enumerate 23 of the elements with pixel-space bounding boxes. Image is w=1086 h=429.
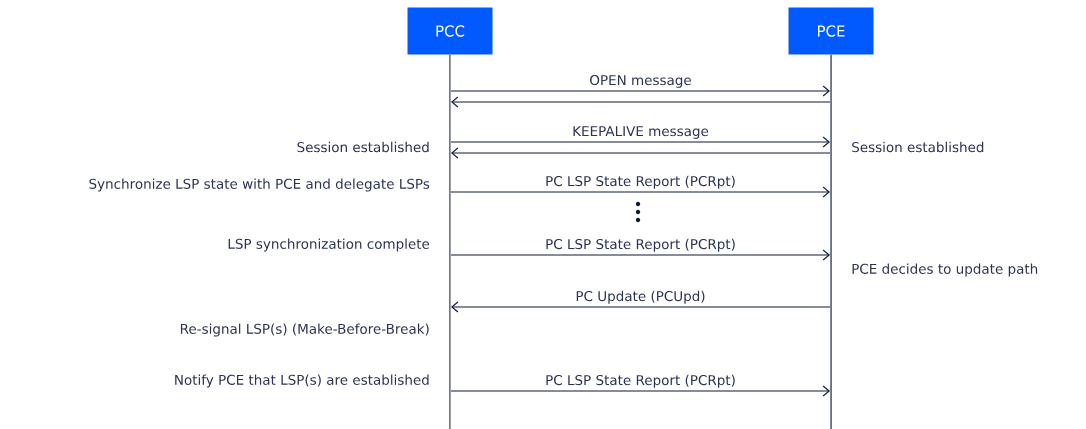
message-label: PC LSP State Report (PCRpt) (546, 175, 735, 189)
message-arrow (451, 96, 831, 108)
step-note: Synchronize LSP state with PCE and delegate LSPs (89, 178, 430, 192)
message-label: PC LSP State Report (PCRpt) (546, 238, 735, 252)
message-arrow (450, 136, 830, 148)
step-note: Notify PCE that LSP(s) are established (175, 374, 429, 388)
step-note: Session established (297, 141, 429, 153)
step-note: Re-signal LSP(s) (Make-Before-Break) (180, 323, 429, 337)
participant-box: PCE (788, 7, 874, 55)
message-arrow (451, 147, 831, 159)
message-label: OPEN message (590, 74, 691, 88)
message-arrow (450, 249, 830, 261)
message-label: PC Update (PCUpd) (576, 290, 705, 304)
step-note: PCE decides to update path (852, 263, 1038, 277)
message-arrow (450, 385, 830, 397)
message-label: KEEPALIVE message (573, 126, 709, 139)
step-note: Session established (852, 141, 984, 153)
participant-box: PCC (407, 7, 493, 55)
step-note: LSP synchronization complete (228, 238, 430, 252)
message-arrow (450, 186, 830, 198)
message-arrow (450, 85, 830, 97)
message-label: PC LSP State Report (PCRpt) (546, 374, 735, 388)
message-arrow (451, 301, 831, 313)
